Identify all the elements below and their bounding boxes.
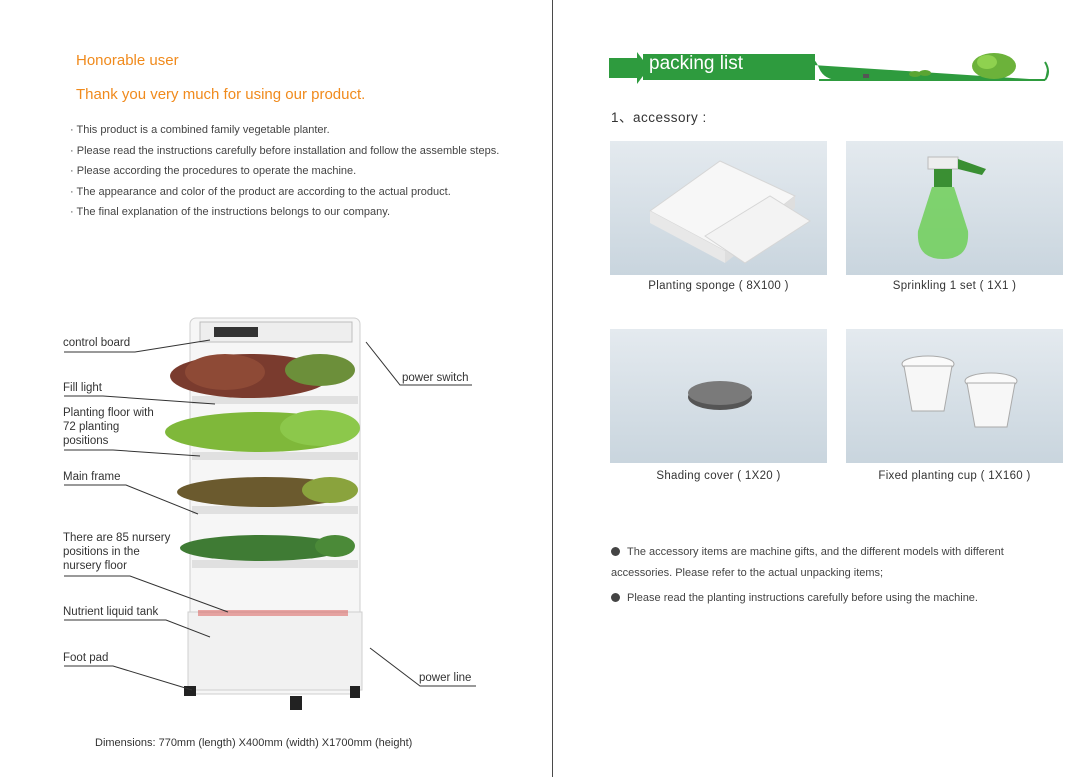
caption-sprinkling-set: Sprinkling 1 set ( 1X1 ): [892, 280, 1017, 292]
spray-bottle-icon: [917, 156, 986, 259]
packing-list-banner: [609, 52, 1049, 84]
label-nursery-positions: There are 85 nursery positions in the nu…: [63, 532, 171, 572]
planter-illustration: [165, 317, 363, 710]
intro-line: Please read the instructions carefully b…: [70, 141, 510, 162]
intro-line: The appearance and color of the product …: [70, 182, 510, 203]
label-fill-light: Fill light: [63, 382, 102, 394]
shading-cover-photo: [610, 329, 827, 463]
label-main-frame: Main frame: [63, 471, 121, 483]
note-text: Please read the planting instructions ca…: [627, 592, 978, 604]
lettuce-icon: [972, 53, 1016, 79]
caption-shading-cover: Shading cover ( 1X20 ): [656, 470, 781, 482]
intro-line: This product is a combined family vegeta…: [70, 120, 510, 141]
label-nutrient-tank: Nutrient liquid tank: [63, 606, 159, 618]
label-power-line: power line: [419, 672, 472, 684]
sponge-photo: [610, 141, 827, 275]
right-page: packing list 1、accessory : Planting spon…: [553, 0, 1080, 777]
note-text: The accessory items are machine gifts, a…: [611, 546, 1004, 579]
intro-line: The final explanation of the instruction…: [70, 202, 510, 223]
bullet-icon: [611, 593, 620, 602]
intro-list: This product is a combined family vegeta…: [70, 120, 510, 223]
label-planting-floor: Planting floor with 72 planting position…: [63, 407, 154, 447]
left-page: Honorable user Thank you very much for u…: [0, 0, 552, 777]
label-foot-pad: Foot pad: [63, 652, 109, 664]
page-divider: [552, 0, 553, 777]
shading-cover-icon: [688, 381, 752, 410]
note-accessory: The accessory items are machine gifts, a…: [611, 542, 1051, 584]
spray-bottle-photo: [846, 141, 1063, 275]
accessory-heading: 1、accessory :: [611, 110, 707, 125]
dimensions-text: Dimensions: 770mm (length) X400mm (width…: [95, 737, 413, 749]
planting-cup-icon: [901, 355, 1018, 428]
label-power-switch: power switch: [402, 372, 469, 384]
planter-diagram: [64, 317, 476, 710]
sponge-icon: [649, 160, 811, 264]
note-planting-instructions: Please read the planting instructions ca…: [611, 588, 1051, 609]
arrow-icon: [609, 52, 649, 84]
intro-line: Please according the procedures to opera…: [70, 161, 510, 182]
greeting-honorable-user: Honorable user: [76, 52, 179, 69]
packing-list-title: packing list: [649, 53, 743, 74]
greeting-thanks: Thank you very much for using our produc…: [76, 86, 366, 103]
bullet-icon: [611, 547, 620, 556]
caption-fixed-planting-cup: Fixed planting cup ( 1X160 ): [878, 470, 1031, 482]
caption-planting-sponge: Planting sponge ( 8X100 ): [648, 280, 789, 292]
planting-cup-photo: [846, 329, 1063, 463]
sprout-icon: [909, 70, 931, 77]
label-control-board: control board: [63, 337, 131, 349]
